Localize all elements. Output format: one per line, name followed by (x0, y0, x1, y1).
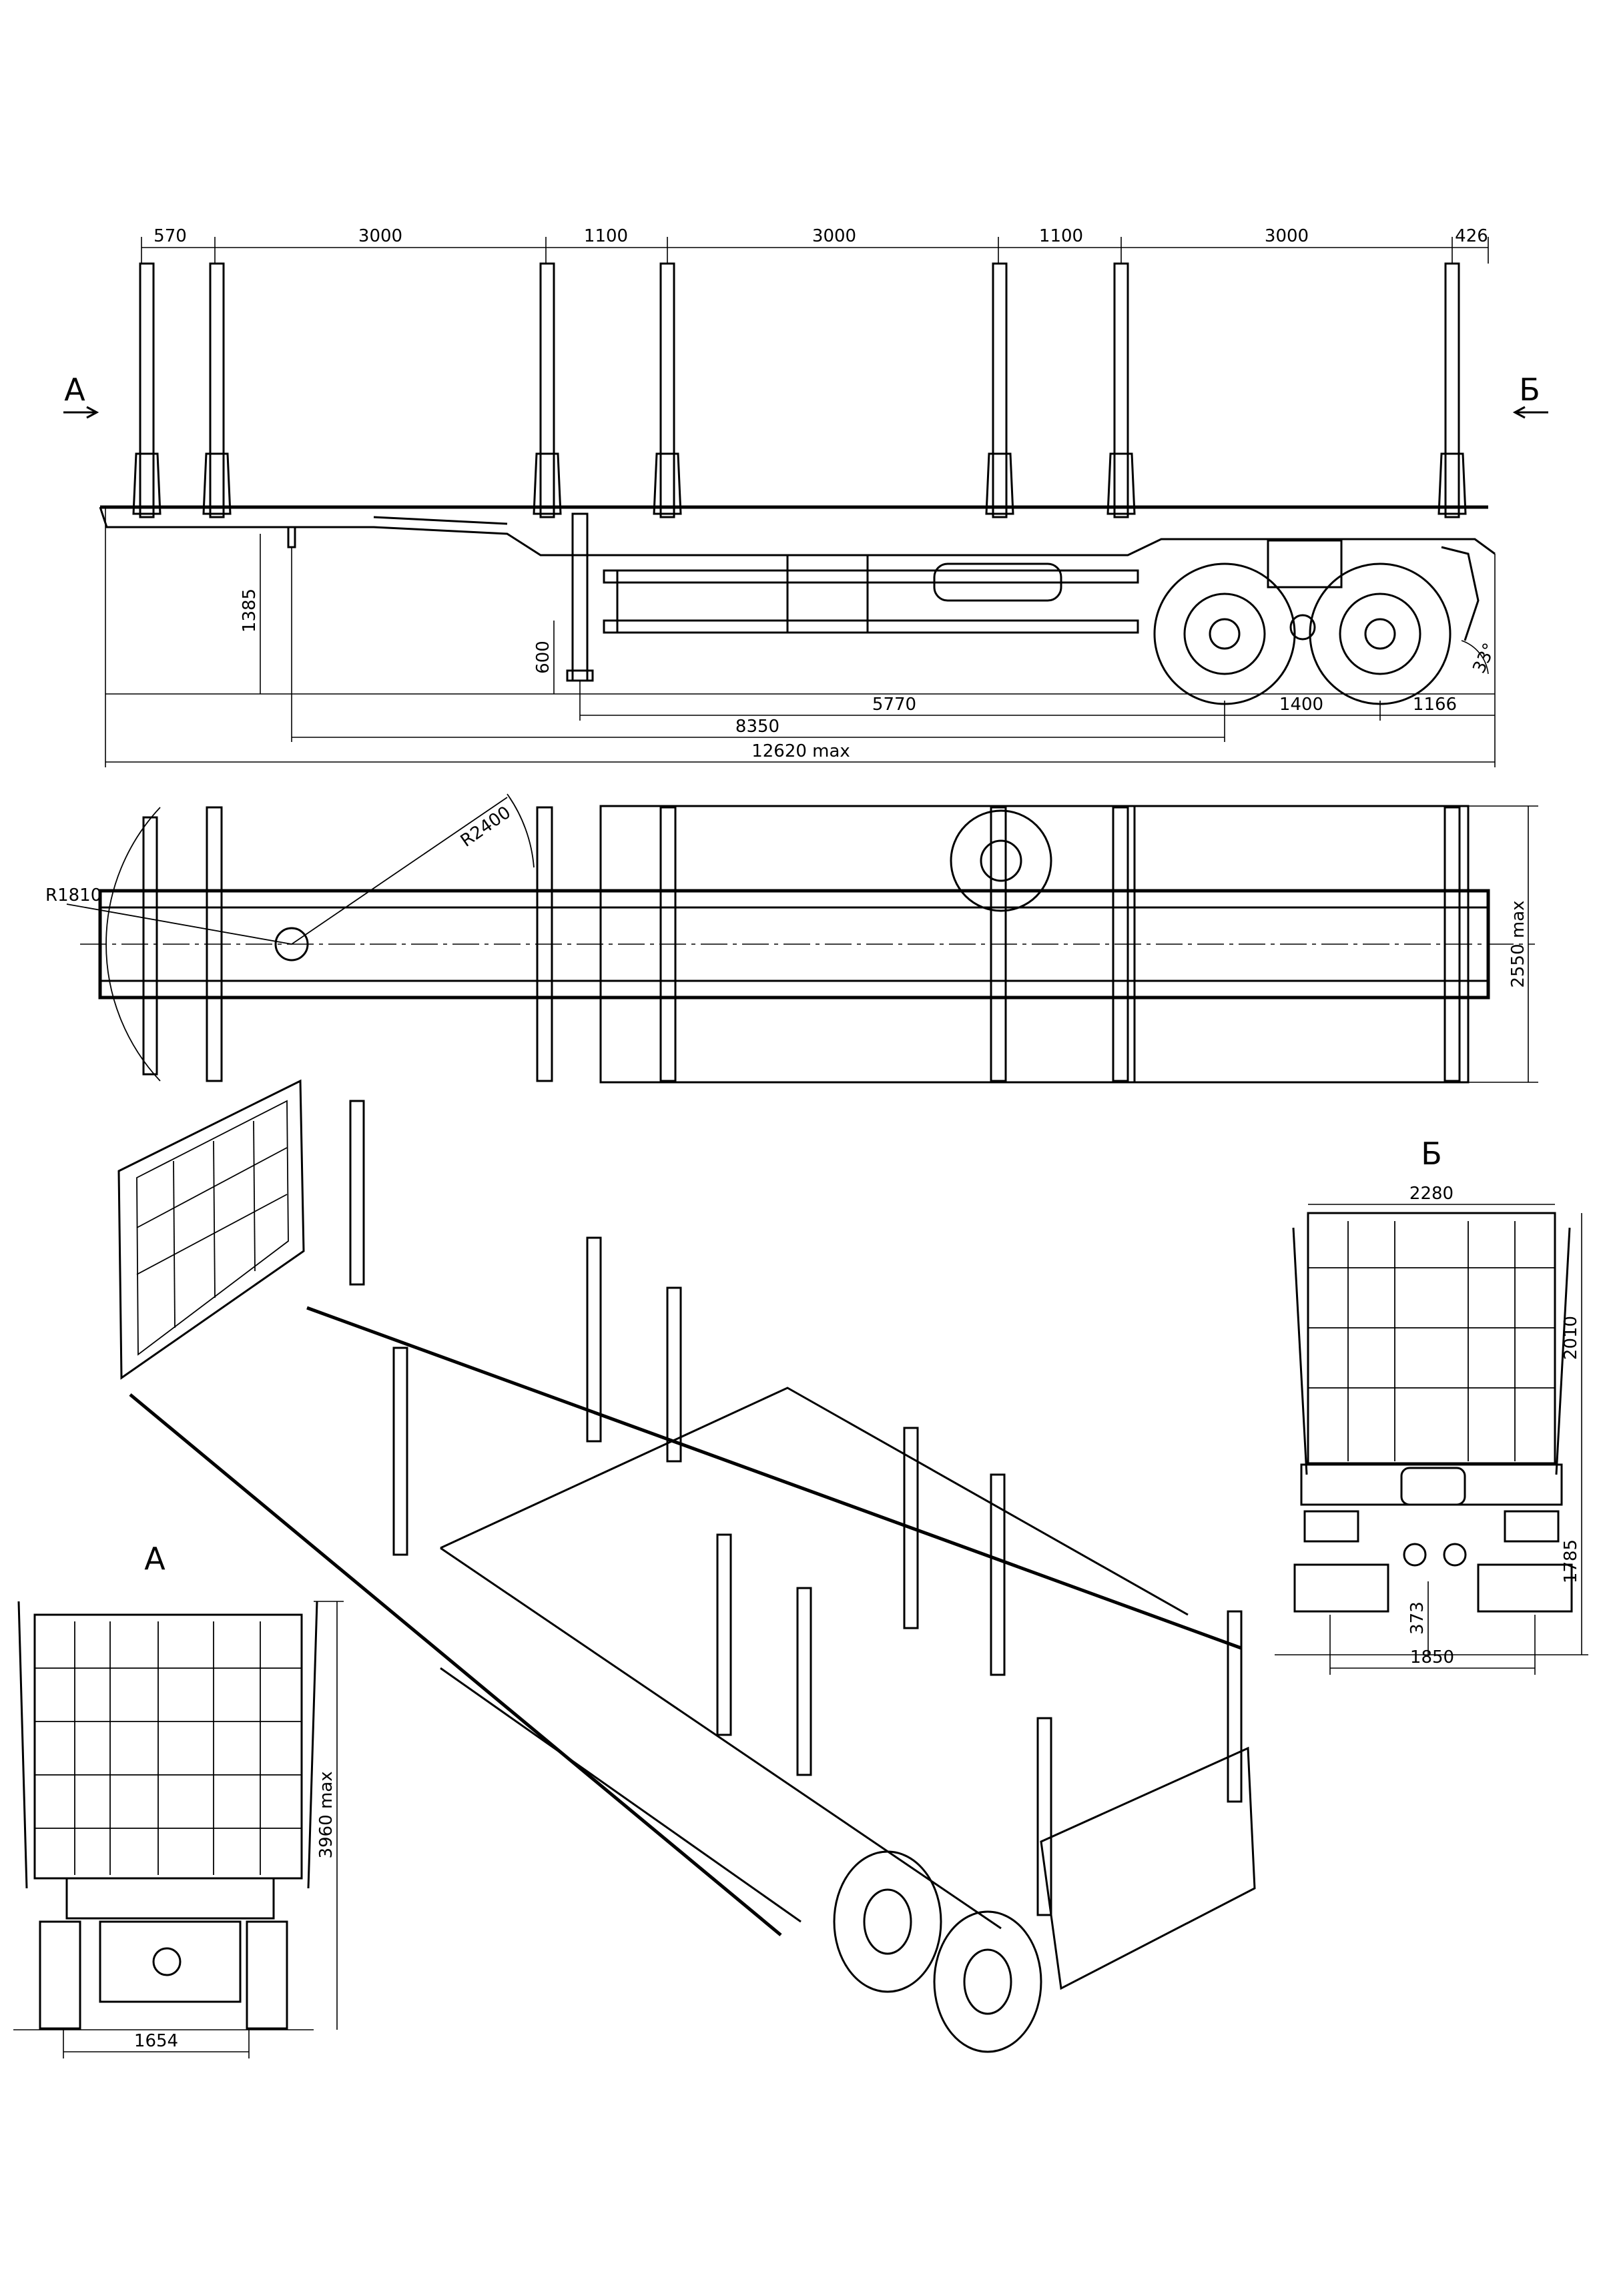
view-a: А 3960 max 1654 (13, 1541, 344, 2058)
view-arrow-b-label: Б (1519, 372, 1540, 408)
dim-1100-b: 1100 (1039, 226, 1083, 246)
dim-1385: 1385 (240, 589, 260, 633)
dim-373: 373 (1407, 1601, 1427, 1635)
dim-1850: 1850 (1410, 1647, 1454, 1667)
dim-3000-a: 3000 (358, 226, 402, 246)
isometric-view (117, 1079, 1256, 2053)
dim-12620: 12620 max (751, 741, 850, 761)
dim-8350: 8350 (735, 717, 779, 737)
view-b: Б 2280 2010 1785 373 (1275, 1136, 1588, 1675)
dim-3000-c: 3000 (1265, 226, 1309, 246)
dim-r1810: R1810 (45, 885, 101, 905)
dim-angle: 33° (1469, 640, 1500, 676)
dim-570: 570 (153, 226, 187, 246)
dim-1654: 1654 (134, 2031, 178, 2051)
view-arrow-a-label: А (64, 372, 85, 408)
dim-3960: 3960 max (316, 1771, 336, 1858)
dim-426: 426 (1455, 226, 1488, 246)
view-a-title: А (144, 1541, 166, 1577)
view-b-title: Б (1421, 1136, 1442, 1172)
dim-1400: 1400 (1279, 695, 1323, 715)
dim-1166: 1166 (1413, 695, 1457, 715)
side-frame (99, 505, 1496, 682)
dim-1785: 1785 (1561, 1539, 1581, 1583)
side-wheels (1153, 539, 1480, 705)
dim-2550: 2550 max (1508, 900, 1528, 988)
top-view: R1810 R2400 2550 max (45, 793, 1538, 1084)
dim-r2400: R2400 (457, 803, 515, 851)
stakes (132, 262, 1467, 518)
dim-3000-b: 3000 (812, 226, 856, 246)
dim-600: 600 (533, 641, 553, 674)
side-view: 570 3000 1100 3000 1100 3000 426 А Б (63, 226, 1548, 767)
dim-5770: 5770 (872, 695, 916, 715)
dim-2010: 2010 (1561, 1316, 1581, 1360)
dim-1100-a: 1100 (584, 226, 628, 246)
dim-2280: 2280 (1409, 1184, 1454, 1204)
